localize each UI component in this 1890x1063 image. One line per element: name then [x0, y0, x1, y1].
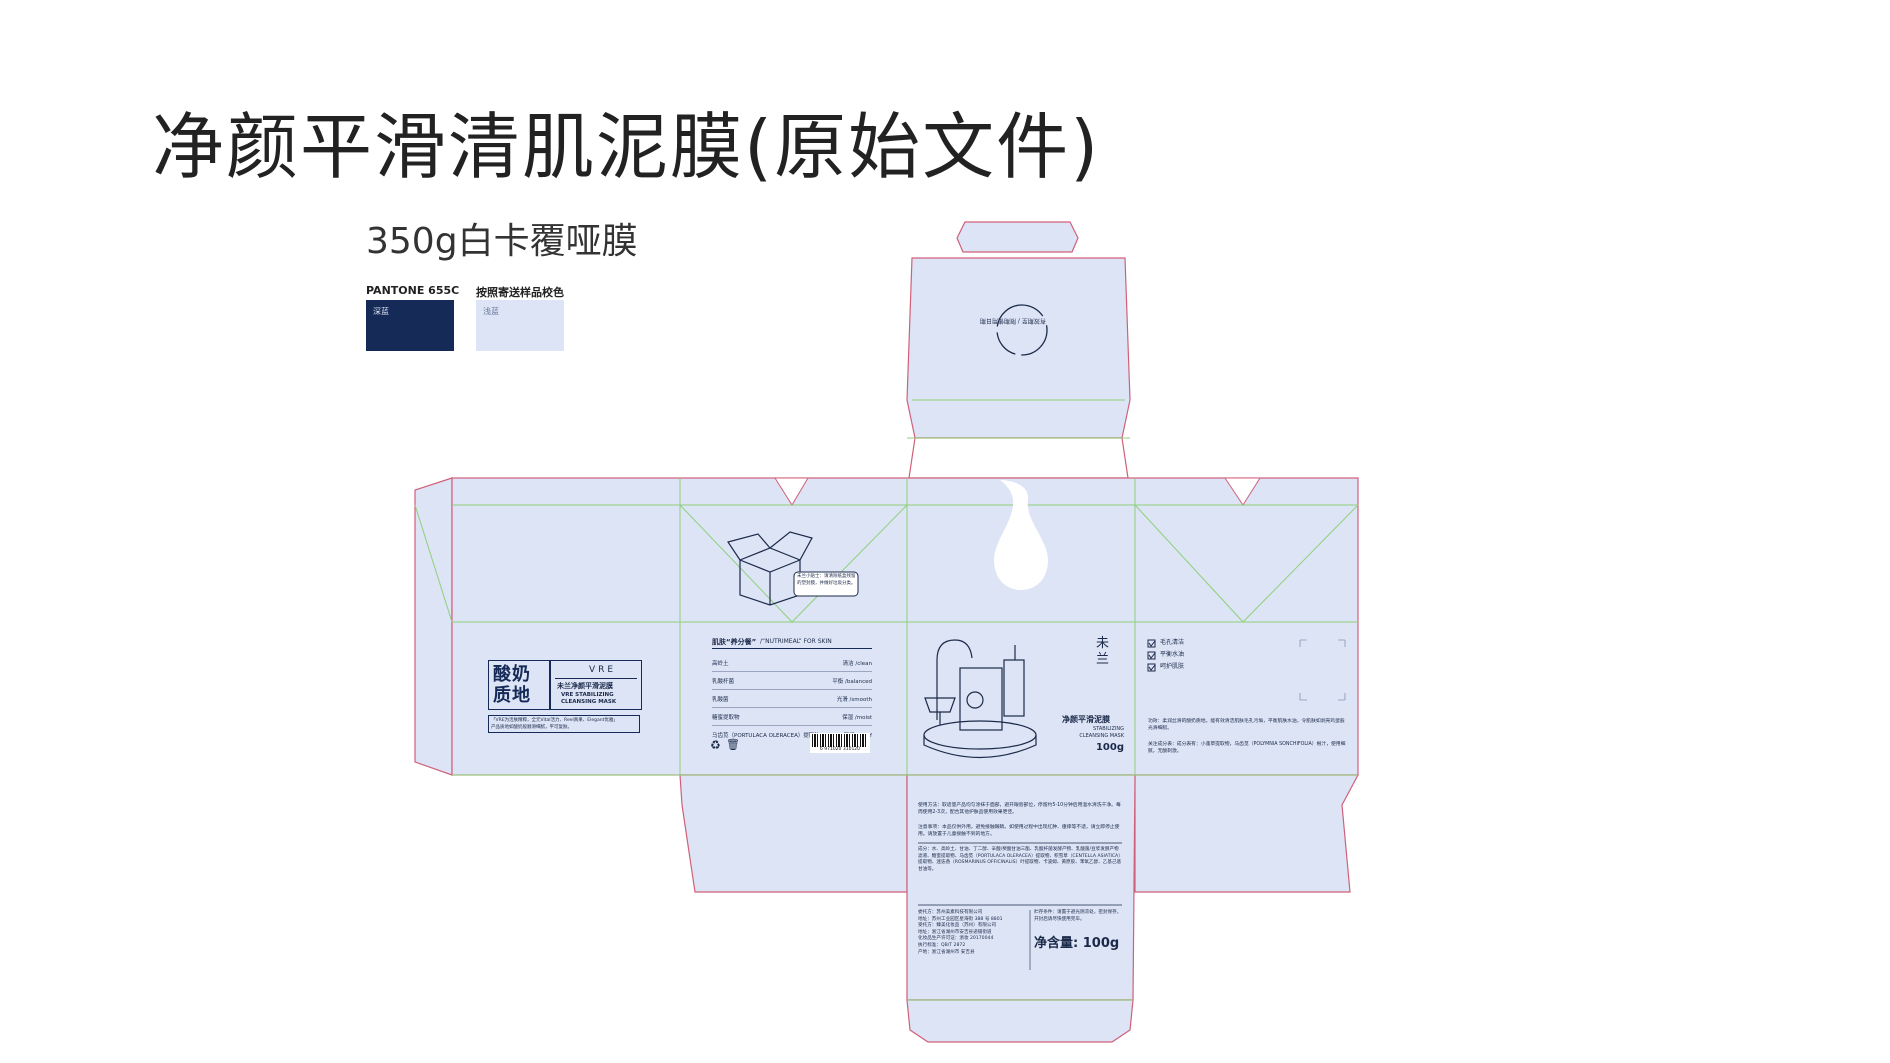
top-flap-text: 有效期至 / 限期使用日期 [980, 317, 1046, 325]
panels [414, 221, 1359, 1043]
front-weight: 100g [1095, 742, 1124, 753]
nutri-row-left: 糖蜜提取物 [712, 714, 740, 721]
info-line: 地址：浙江省湖州市安吉县递铺街道 [918, 929, 992, 935]
trash-bin-icon: 🗑 [726, 738, 740, 751]
check-item: 平衡水油 [1160, 651, 1185, 658]
brand-product-en2: CLEANSING MASK [561, 699, 617, 705]
swatch-label-sample: 按照寄送样品校色 [476, 286, 564, 299]
brand-line [555, 678, 637, 679]
front-name-en2: CLEANSING MASK [1079, 733, 1124, 739]
top-lid [906, 257, 1131, 439]
brand-tagline-2: 产品质地如酸奶般顺滑细腻，平可复肤。 [491, 725, 572, 730]
brand-divider [549, 661, 551, 709]
brand-mark: VRE [589, 665, 617, 675]
brand-logo: 酸奶质地 [493, 664, 531, 706]
date-stamp-icon [996, 304, 1048, 356]
top-tab [956, 221, 1079, 253]
page-title: 净颜平滑清肌泥膜(原始文件) [152, 105, 1101, 189]
swatch-dark-blue-name: 深蓝 [373, 307, 389, 316]
info-line: 受托方：臻美化妆品（苏州）有限公司 [918, 923, 997, 929]
nutri-row-left: 乳酸菌 [712, 696, 729, 703]
info-line: 委托方：苏州美素科技有限公司 [918, 910, 983, 915]
recycle-icon: ♻ [710, 738, 721, 752]
nutri-row-right: 光滑 /smooth [836, 696, 872, 703]
nutri-row-left: 高岭土 [712, 660, 729, 667]
nutri-rule [712, 648, 872, 649]
swatch-label-pantone: PANTONE 655C [366, 284, 460, 297]
nutri-row: 乳酸菌 光滑 /smooth [712, 690, 872, 708]
info-line: 地址：苏州工业园区星海街 388 号 8801 [918, 916, 1003, 922]
ingredients-text: 成分：水、高岭土、甘油、丁二醇、辛酸/癸酸甘油三酯、乳酸杆菌发酵产物、乳酸菌/豆… [918, 847, 1122, 872]
storage-text: 贮存条件：请置于避光阴凉处，密封保存，开封后请尽快使用完毕。 [1034, 910, 1122, 922]
nutri-row: 糖蜜提取物 保湿 /moist [712, 708, 872, 726]
barcode-number: 6 971020 310120 [819, 747, 861, 752]
bottom-flap-right [1134, 774, 1359, 893]
caution-text: 注意事项：本品仅供外用，避免接触眼睛。如使用过程中出现红肿、瘙痒等不适，请立即停… [918, 825, 1120, 837]
fold-lines [414, 399, 1359, 1001]
material-spec: 350g白卡覆哑膜 [366, 221, 638, 262]
brand-tagline-1: 「VRE为活肤精粹，全元Vital活力、Reel真果、Elegant优雅」 [491, 718, 618, 723]
brand-product-en1: VRE STABILIZING [561, 692, 614, 698]
side-ingredient-note: 关注成分表：成分表有：小蓬草提取物，马齿苋（POLYMNIA SONCHIFOL… [1148, 742, 1346, 754]
nutri-row: 高岭土 清洁 /clean [712, 654, 872, 672]
notches [774, 477, 1261, 506]
bottom-flap-left [679, 774, 908, 893]
nutri-row-left: 乳酸杆菌 [712, 678, 735, 685]
company-info: 委托方：苏州美素科技有限公司 地址：苏州工业园区星海街 388 号 8801 受… [918, 910, 1026, 956]
box-note-bubble [793, 571, 859, 597]
net-content: 净含量: 100g [1034, 936, 1120, 951]
front-brand: 未兰 [1096, 636, 1110, 667]
check-item: 呵护肌肤 [1160, 663, 1185, 670]
nutri-row-right: 平衡 /balanced [832, 678, 872, 685]
lid-neck [908, 437, 1129, 479]
nutri-row-left: 马齿苋（PORTULACA OLERACEA）提取物 [712, 732, 820, 739]
lab-illustration-icon [923, 639, 1037, 758]
bottom-tab [906, 999, 1134, 1043]
side-effect-text: 功效：柔润丝滑的酸奶质地，能有效清洁肌肤毛孔污垢，平衡肌肤水油，令肌肤如剥壳鸡蛋… [1148, 719, 1345, 731]
swatch-dark-blue: 深蓝 [366, 300, 454, 351]
milk-drop-icon [994, 480, 1048, 590]
nutri-header-en: /“NUTRIMEAL” FOR SKIN [760, 638, 832, 645]
nutri-table: 高岭土 清洁 /clean 乳酸杆菌 平衡 /balanced 乳酸菌 光滑 /smo… [712, 654, 872, 743]
barcode-icon: 6 971020 310120 [810, 733, 870, 753]
swatch-light-blue-name: 浅蓝 [483, 307, 499, 316]
usage-text: 使用方法：取适量产品均匀涂抹于面部，避开眼唇部位，停留约5-10分钟后用温水清洗… [918, 803, 1121, 815]
front-name-cn: 净颜平滑泥膜 [1062, 715, 1110, 724]
info-line: 执行标准：QB/T 2872 [918, 942, 966, 948]
nutri-row-right: 清洁 /clean [842, 660, 872, 667]
check-item: 毛孔清洁 [1160, 639, 1185, 646]
checkboxes [1147, 639, 1156, 672]
info-line: 产地：浙江省湖州市 安吉县 [918, 949, 975, 955]
brand-label-box: 酸奶质地 VRE 未兰净颜平滑泥膜 VRE STABILIZING CLEANS… [488, 660, 642, 710]
nutri-header: 肌肤“养分餐” [712, 638, 757, 646]
swatch-light-blue: 浅蓝 [476, 300, 564, 351]
box-note: 未兰小贴士：请清除纸盒残留的塑封膜，并做好垃圾分类。 [797, 574, 856, 586]
crop-corner-marks [1299, 639, 1346, 701]
nutri-row: 乳酸杆菌 平衡 /balanced [712, 672, 872, 690]
info-line: 化妆品生产许可证：浙妆 20170044 [918, 936, 994, 942]
front-name-en1: STABILIZING [1093, 726, 1124, 732]
brand-product-cn: 未兰净颜平滑泥膜 [557, 682, 613, 690]
nutri-row-right: 保湿 /moist [842, 714, 872, 721]
brand-tagline-box: 「VRE为活肤精粹，全元Vital活力、Reel真果、Elegant优雅」 产品… [488, 715, 640, 733]
